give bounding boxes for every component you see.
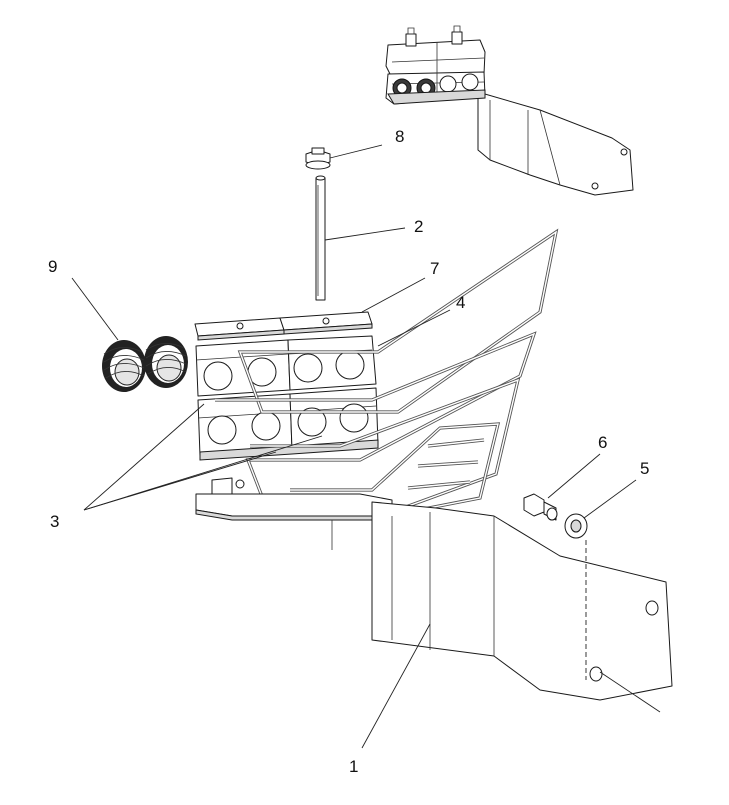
callout-2: 2 <box>414 217 423 236</box>
callout-8: 8 <box>395 127 404 146</box>
callout-5: 5 <box>640 459 649 478</box>
leader-lines <box>71 144 661 749</box>
bracket-foot <box>195 493 393 517</box>
cable-springs <box>102 336 188 392</box>
callout-1: 1 <box>349 757 358 776</box>
bracket-main-plate <box>371 501 673 701</box>
assembled-bracket <box>477 91 634 196</box>
washer-5 <box>564 513 588 539</box>
callout-labels: 1 2 3 4 5 6 7 8 9 <box>48 127 649 776</box>
clamp-blocks <box>195 335 379 461</box>
callout-7: 7 <box>430 259 439 278</box>
cover-plates <box>194 311 373 341</box>
callout-4: 4 <box>456 293 465 312</box>
threaded-rod <box>315 177 326 301</box>
callout-9: 9 <box>48 257 57 276</box>
mounting-bracket <box>195 477 673 701</box>
bolt-assembly <box>305 147 331 301</box>
callout-3: 3 <box>50 512 59 531</box>
spring-left <box>102 340 146 392</box>
assembled-view <box>385 25 634 196</box>
spring-right <box>144 336 188 388</box>
bolt-6 <box>523 493 558 521</box>
callout-6: 6 <box>598 433 607 452</box>
